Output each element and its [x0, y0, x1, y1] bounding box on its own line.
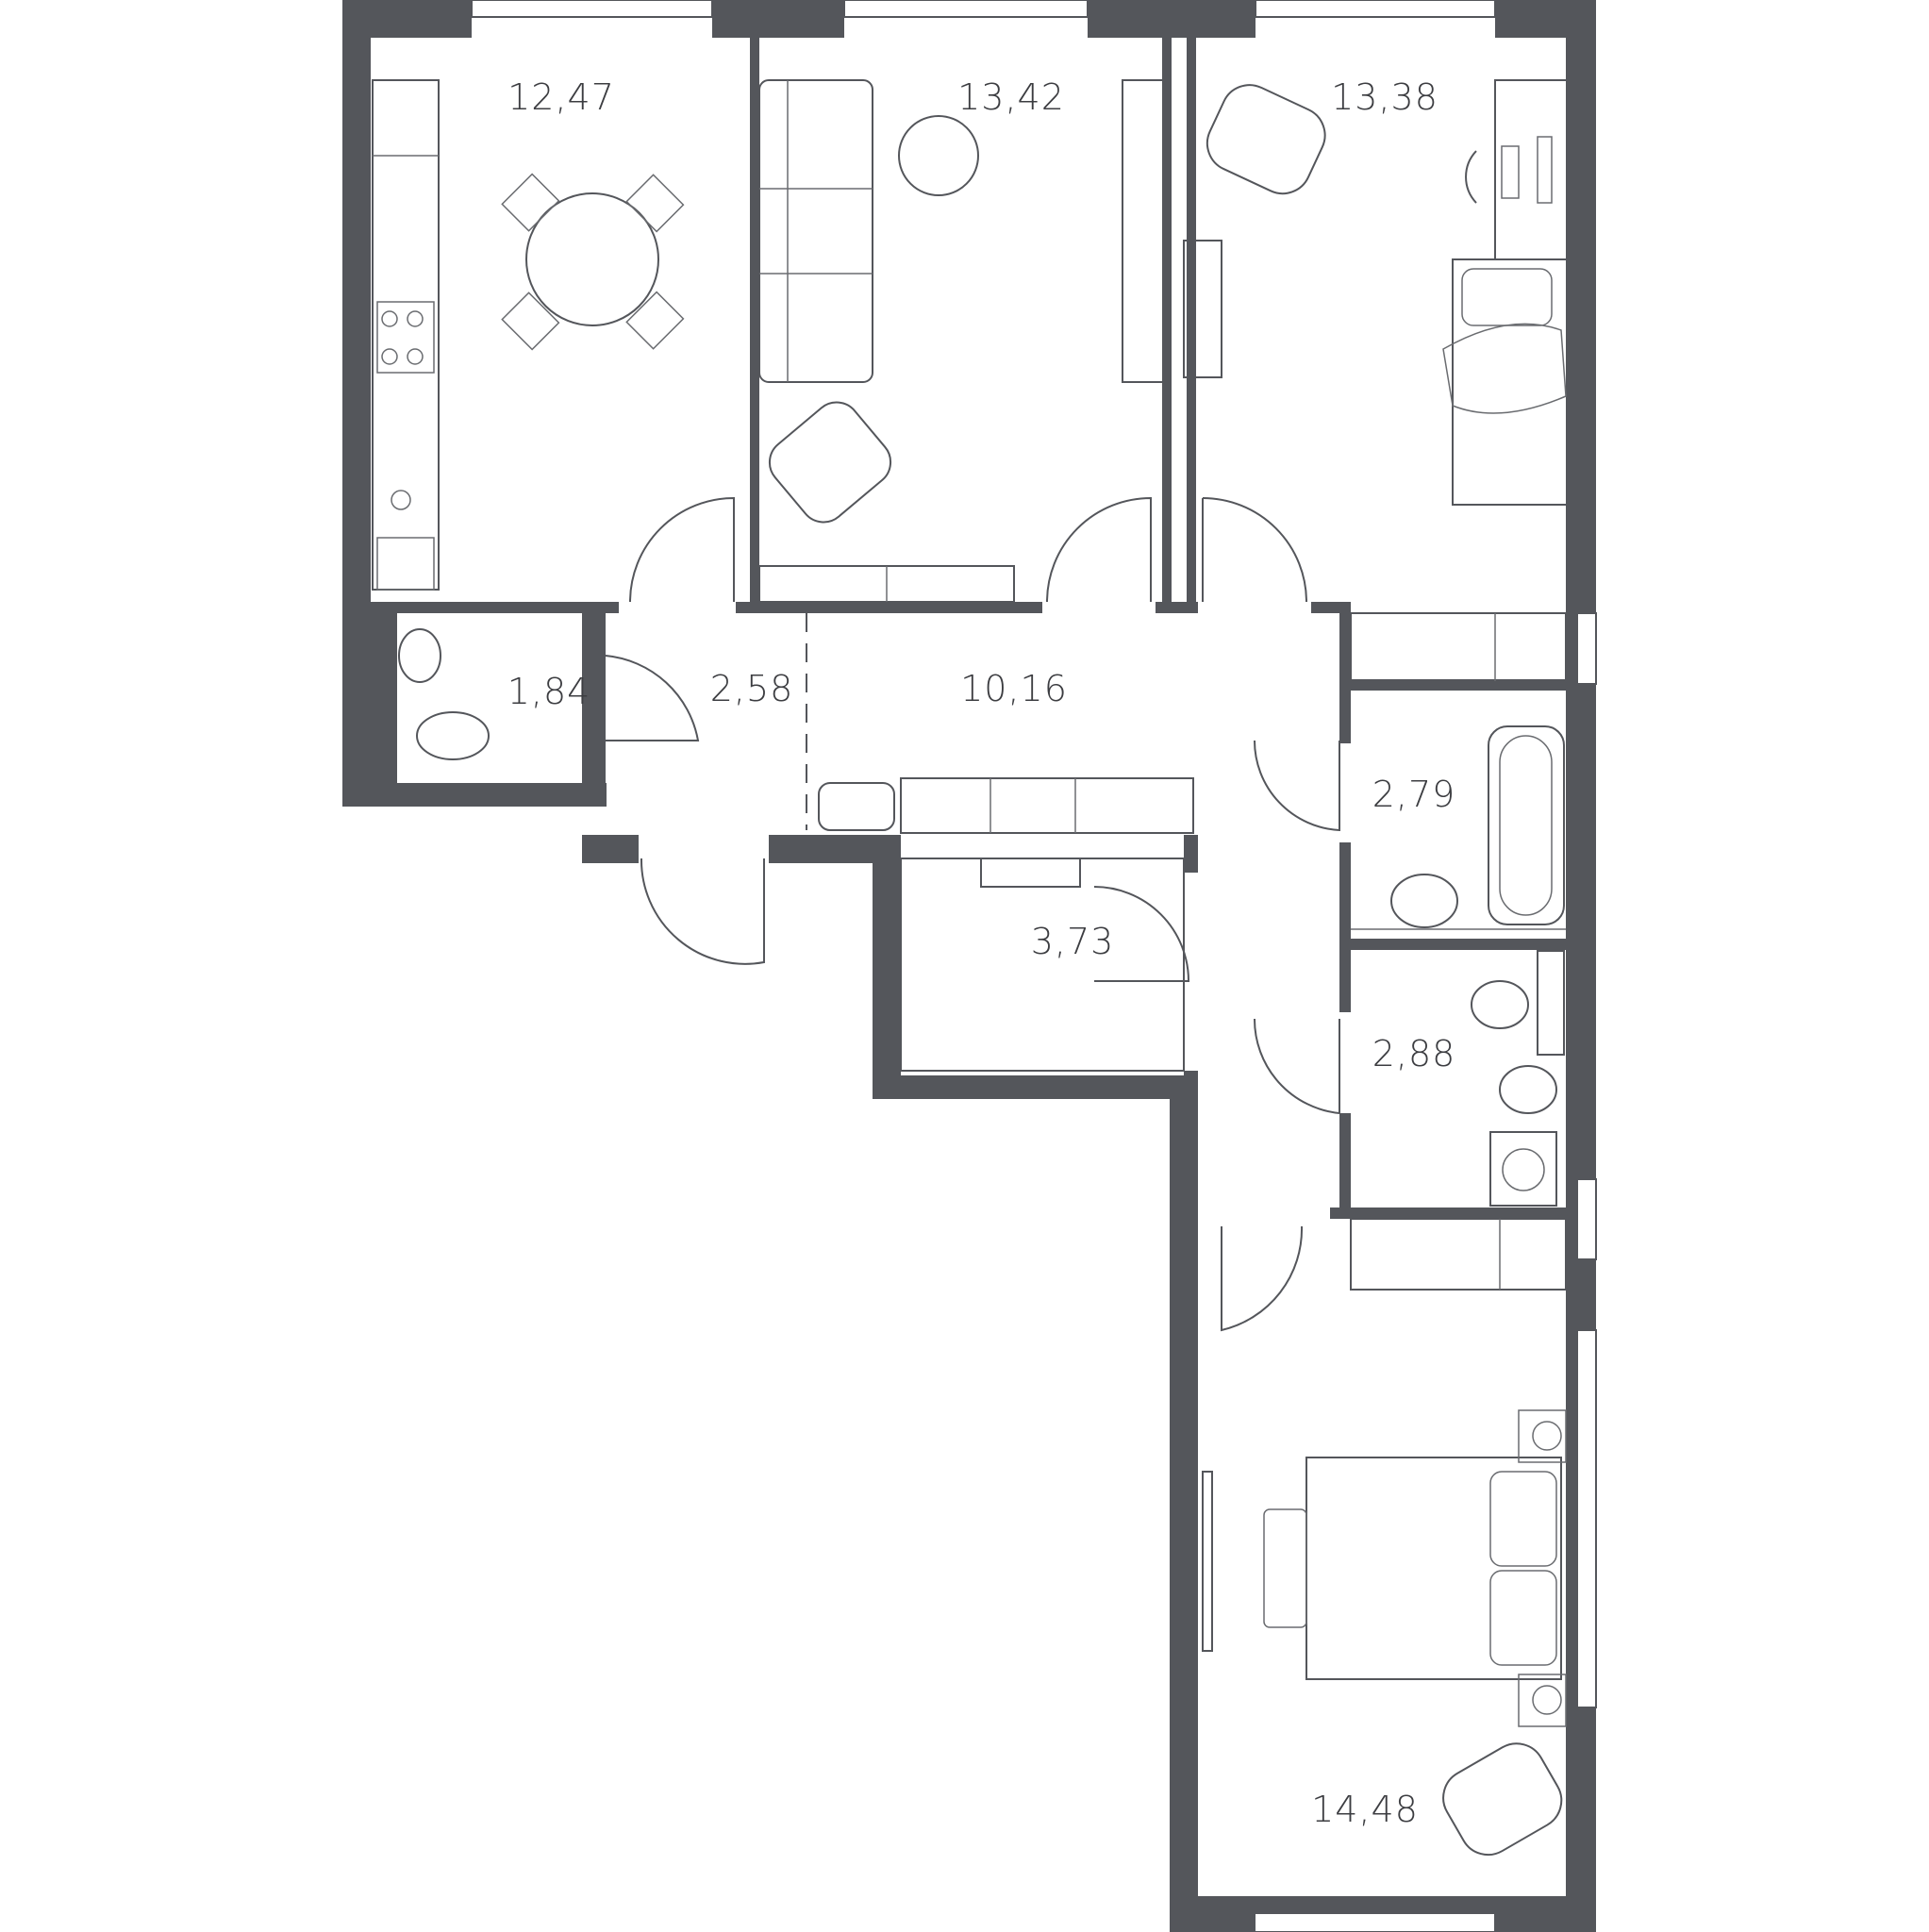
doors: [605, 496, 1340, 1332]
hallway-furniture: [818, 777, 1194, 1072]
living-furniture: [758, 79, 1166, 603]
wardrobe-area-label: 3,73: [1030, 921, 1115, 962]
bedroom-2-area-label: 14,48: [1311, 1789, 1419, 1830]
vestibule-area-label: 2,58: [709, 668, 794, 709]
kitchen-area-label: 12,47: [507, 76, 615, 118]
bedroom1-furniture: [1183, 79, 1569, 682]
walls: [342, 0, 1596, 1932]
kitchen-furniture: [372, 79, 685, 591]
wc-small-area-label: 1,84: [507, 671, 591, 712]
bathroom-fixtures: [1351, 725, 1566, 930]
wc-laundry-fixtures: [1471, 950, 1565, 1207]
wc-laundry-area-label: 2,88: [1372, 1033, 1456, 1074]
bedroom-1-area-label: 13,38: [1331, 76, 1438, 118]
bathroom-area-label: 2,79: [1372, 774, 1456, 815]
living-room-area-label: 13,42: [957, 76, 1065, 118]
hallway-area-label: 10,16: [960, 668, 1068, 709]
windows: [471, 0, 1597, 1932]
bedroom2-furniture: [1202, 1218, 1567, 1857]
wc-small-fixtures: [398, 628, 490, 760]
